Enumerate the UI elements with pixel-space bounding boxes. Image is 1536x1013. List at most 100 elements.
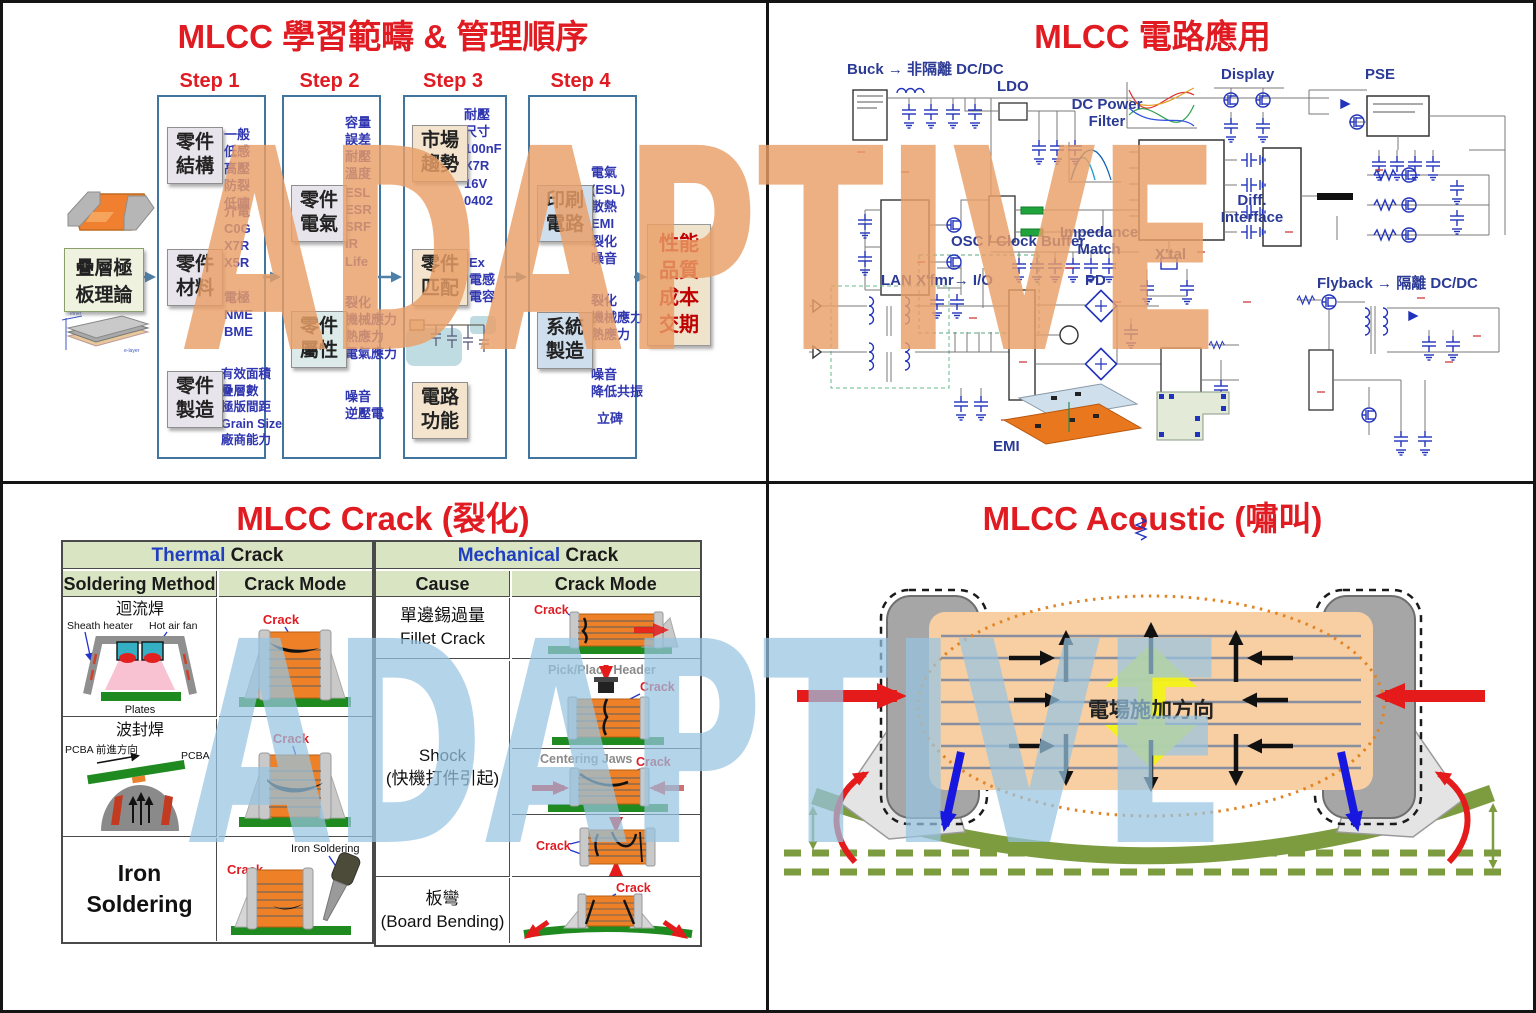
note-market: 耐壓 尺寸 100nF X7R 16V 0402 <box>464 107 502 208</box>
theory-box: 疊層極 板理論 <box>64 248 144 312</box>
iron-soldering-label: Iron Soldering <box>291 843 360 855</box>
fillet-crack-drawing: Crack <box>534 603 679 654</box>
box-part-matching: 零件 匹配 <box>412 249 468 306</box>
step3-label: Step 3 <box>422 70 484 92</box>
note-system: 裂化 機械應力 熱應力 <box>591 293 644 343</box>
schematic-accents <box>857 87 1481 445</box>
efield-direction-label: 電場施加方向 <box>1088 699 1214 722</box>
note-system3: 立碑 <box>597 411 624 426</box>
bend-mode-cell: Crack <box>512 878 701 943</box>
plates-label: Plates <box>125 704 156 716</box>
label-pse: PSE <box>1365 66 1396 83</box>
bend-arc-arrows <box>833 771 1471 865</box>
box-market-trend: 市場 趨勢 <box>412 125 468 182</box>
note-matching: Ex 電感 電容 <box>469 255 496 305</box>
thermal-col1-header: Soldering Method <box>63 570 217 597</box>
pickplace-mode-cell: Pick/Place Header Crack <box>511 661 700 749</box>
note-attribute2: 噪音 逆壓電 <box>345 389 385 422</box>
mech-col1-header: Cause <box>376 570 510 597</box>
sheath-heater-label: Sheath heater <box>67 620 133 632</box>
label-lan: LAN X'fmr→ I/O <box>881 272 993 289</box>
bend-cause-cell: 板彎 (Board Bending) <box>376 878 510 943</box>
label-xtal: X'tal <box>1155 246 1187 263</box>
wave-crack-cell: Crack <box>218 719 372 837</box>
frame-horizontal-divider <box>0 481 1536 484</box>
mech-header-rest: Crack <box>560 545 619 566</box>
displacement-arrows <box>939 751 1363 832</box>
box-part-manufacture: 零件 製造 <box>167 371 223 428</box>
iron-crack-cell: Iron Soldering Crack <box>219 838 373 941</box>
reflow-crack-cell: Crack <box>218 598 372 717</box>
bend-crack-drawing: Crack <box>522 881 693 939</box>
label-flyback: Flyback → 隔離 DC/DC <box>1317 275 1478 292</box>
note-structure: 一般 低感 高壓 防裂 低嘯 <box>224 127 251 211</box>
jaws-crack-drawing: Centering Jaws Crack <box>531 752 684 812</box>
mech-header-em: Mechanical <box>457 545 561 566</box>
mech-col2-header: Crack Mode <box>511 570 700 597</box>
mechanical-crack-table: Mechanical Crack Cause Crack Mode 單邊錫過量 … <box>374 540 702 947</box>
note-system2: 噪音 降低共振 <box>591 367 644 400</box>
label-pd: PD <box>1085 272 1106 289</box>
frame-right <box>1533 0 1536 1013</box>
box-part-electrical: 零件 電氣 <box>291 185 347 242</box>
note-attribute: 裂化 機械應力 熱應力 電氣應力 <box>345 295 398 362</box>
jaws-mode-cell: Centering Jaws Crack <box>511 750 700 815</box>
quadrant-learning-scope: MLCC 學習範疇 & 管理順序 Step 1 Step 2 Step 3 St… <box>0 0 766 481</box>
q3-title: MLCC Crack (裂化) <box>236 500 530 537</box>
reflow-crack-drawing: Crack <box>238 612 351 707</box>
q2-title: MLCC 電路應用 <box>1034 18 1271 55</box>
note-electrical: ESL ESR SRF IR Life <box>345 185 372 269</box>
mech-header: Mechanical Crack <box>376 542 700 569</box>
acoustic-diagram <box>784 588 1511 876</box>
mlcc-chip-icon <box>67 191 155 231</box>
frame-left <box>0 0 3 1013</box>
thermal-header-rest: Crack <box>225 545 284 566</box>
crack-label: Crack <box>636 755 671 769</box>
label-ldo: LDO <box>997 78 1029 95</box>
box-system-manufacture: 系統 製造 <box>537 312 593 369</box>
step4-label: Step 4 <box>550 70 611 92</box>
crack-label: Crack <box>534 603 569 617</box>
note-printed: 電氣 (ESL) 散熱 EMI 裂化 噪音 <box>591 165 625 266</box>
iron-crack-drawing: Iron Soldering Crack <box>227 843 360 935</box>
flow-arrows-layer <box>142 271 647 283</box>
schematic-drawing <box>809 82 1506 541</box>
mini-circuit-icon <box>406 316 496 366</box>
strain-arrows <box>1009 622 1293 792</box>
layer-structure-icon: Inner e-layer <box>61 311 150 354</box>
wave-crack-drawing: Crack <box>238 731 351 827</box>
iron-method-cell: Iron Soldering <box>63 837 217 941</box>
jaws-label: Centering Jaws <box>540 752 632 766</box>
crack-label: Crack <box>272 731 309 746</box>
fillet-cause-cell: 單邊錫過量 Fillet Crack <box>376 598 510 659</box>
box-part-material: 零件 材料 <box>167 249 223 306</box>
label-diff-interface: Diff. Interface <box>1220 192 1284 226</box>
wave-solder-drawing: 波封焊 PCBA 前進方向 PCBA <box>65 721 210 831</box>
crack-label: Crack <box>262 612 299 627</box>
wave-method-cell: 波封焊 PCBA 前進方向 PCBA <box>63 718 217 837</box>
reflow-label: 迴流焊 <box>116 600 164 618</box>
quadrant-circuit-applications: MLCC 電路應用 <box>769 0 1536 541</box>
box-part-attribute: 零件 屬性 <box>291 311 347 368</box>
schematic-wires <box>809 82 1506 435</box>
svg-text:Inner: Inner <box>70 311 82 317</box>
efield-arrow <box>1105 644 1197 768</box>
frame-vertical-divider <box>766 0 769 1013</box>
q1-title: MLCC 學習範疇 & 管理順序 <box>177 18 589 55</box>
reflow-method-cell: 迴流焊 Sheath heater Hot air fan Plates <box>63 598 217 717</box>
hot-air-fan-label: Hot air fan <box>149 620 198 632</box>
fillet-mode-cell: Crack <box>511 598 700 659</box>
note-electrical-top: 容量 誤差 耐壓 溫度 <box>345 115 372 182</box>
svg-text:e-layer: e-layer <box>124 348 140 354</box>
reflow-oven-drawing: 迴流焊 Sheath heater Hot air fan Plates <box>67 600 198 716</box>
label-osc: OSC / Clock Buffer <box>951 233 1086 250</box>
schematic-capacitors <box>812 87 1465 541</box>
thermal-header-em: Thermal <box>151 545 226 566</box>
shock-cause-cell: Shock (快機打件引起) <box>376 660 510 877</box>
pickplace-label: Pick/Place Header <box>548 663 656 677</box>
label-buck: Buck → 非隔離 DC/DC <box>847 61 1004 78</box>
box-part-structure: 零件 結構 <box>167 127 223 184</box>
vert-crack-drawing: Crack <box>536 816 655 876</box>
thermal-crack-table: Thermal Crack Soldering Method Crack Mod… <box>61 540 374 944</box>
note-material: 介電 C0G X7R X5R 電極 NME BME <box>224 204 253 340</box>
